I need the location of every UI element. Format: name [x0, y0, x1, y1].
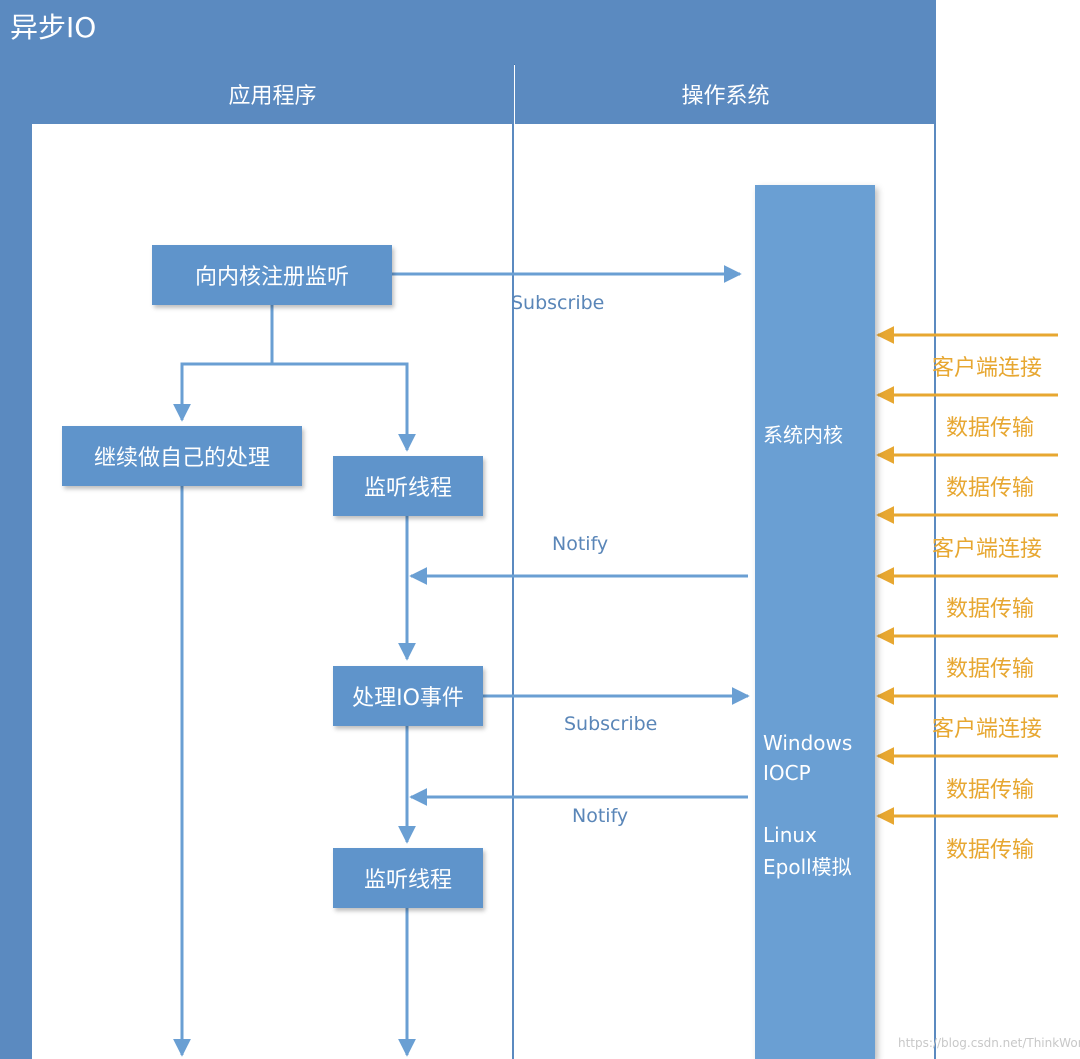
diagram-title-bar: 异步IO	[0, 0, 936, 65]
event-label: 数据传输	[946, 657, 1035, 682]
subscribe-label-2: Subscribe	[564, 713, 658, 735]
kernel-label: 系统内核	[763, 423, 843, 447]
event-label: 数据传输	[946, 597, 1035, 622]
event-label: 数据传输	[946, 416, 1035, 441]
event-label: 数据传输	[946, 778, 1035, 803]
handle-io-event-box: 处理IO事件	[333, 666, 483, 726]
listener-thread-box-2: 监听线程	[333, 848, 483, 908]
lane-header-app: 应用程序	[32, 64, 513, 124]
register-listener-box: 向内核注册监听	[152, 245, 392, 305]
windows-label: Windows	[763, 731, 853, 755]
subscribe-label-1: Subscribe	[511, 292, 605, 314]
event-label: 数据传输	[946, 476, 1035, 501]
event-label: 客户端连接	[932, 717, 1043, 742]
listener-thread-box-1: 监听线程	[333, 456, 483, 516]
linux-label: Linux	[763, 823, 817, 847]
iocp-label: IOCP	[763, 761, 811, 785]
lane-header-os: 操作系统	[515, 64, 936, 124]
event-label: 客户端连接	[932, 356, 1043, 381]
watermark: https://blog.csdn.net/ThinkWon	[898, 1036, 1080, 1050]
continue-processing-box: 继续做自己的处理	[62, 426, 302, 486]
event-label: 数据传输	[946, 838, 1035, 863]
split-connector	[173, 305, 274, 422]
system-kernel-bar	[755, 185, 875, 1059]
split-connector-right	[272, 362, 416, 452]
notify-label-1: Notify	[552, 533, 609, 555]
notify-label-2: Notify	[572, 805, 629, 827]
frame-left-strip	[0, 64, 32, 1059]
frame-right-border	[934, 64, 936, 1059]
lane-divider	[512, 64, 514, 1059]
epoll-label: Epoll模拟	[763, 855, 852, 879]
event-label: 客户端连接	[932, 537, 1043, 562]
diagram-title: 异步IO	[10, 11, 97, 44]
